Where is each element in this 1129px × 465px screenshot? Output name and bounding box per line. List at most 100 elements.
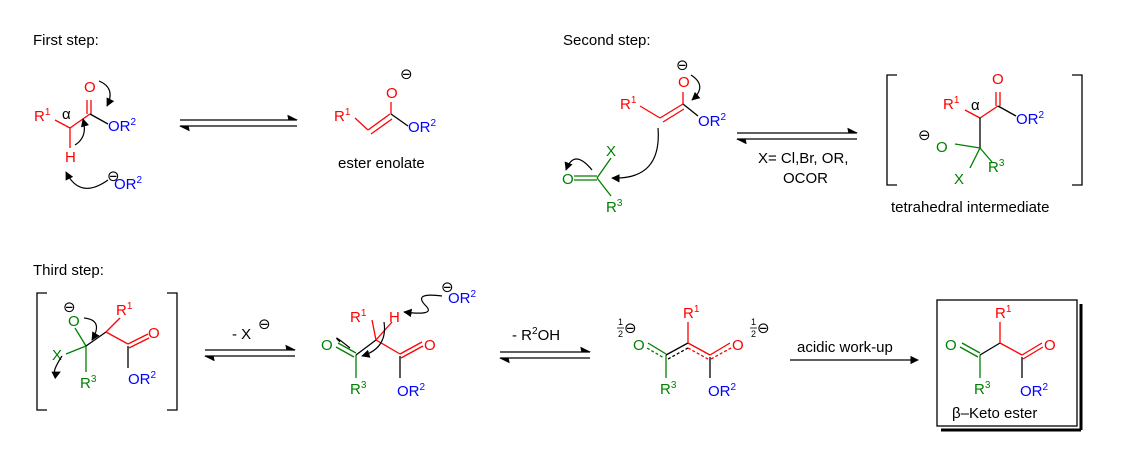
atom-o: O (936, 139, 948, 156)
ester-molecule: R1 α O H OR2 (34, 79, 137, 166)
atom-sup: 3 (671, 380, 677, 391)
equilibrium-arrow-4: - R2OH (498, 326, 592, 364)
atom-r: R (974, 381, 985, 398)
svg-text:OR2: OR2 (397, 382, 426, 400)
atom-sup: 1 (127, 301, 133, 312)
minus-r2oh-label: - R (512, 327, 532, 344)
atom-o: O (386, 85, 398, 102)
tetrahedral-intermediate: R1 α O OR2 ⊖ O R3 X tetrahedral intermed… (886, 71, 1083, 216)
delocalized-enolate: 1 2 ⊖ O R3 R1 O 1 2 ⊖ OR2 (617, 304, 770, 400)
minus-x-label: - X (232, 326, 251, 343)
atom-sup: 2 (1039, 110, 1045, 121)
charge-minus: ⊖ (441, 279, 454, 296)
svg-text:OR2: OR2 (114, 175, 143, 193)
atom-r: R (620, 96, 631, 113)
svg-text:R1: R1 (350, 308, 367, 326)
atom-o: O (945, 337, 957, 354)
enolate-attacking: R1 O ⊖ OR2 (611, 57, 727, 183)
atom-x: X (606, 143, 616, 160)
svg-text:R1: R1 (943, 95, 960, 113)
svg-text:R1: R1 (683, 304, 700, 322)
atom-o: O (321, 337, 333, 354)
atom-sup: 2 (420, 382, 426, 393)
intermediate-collapse: ⊖ O X R3 R1 O OR2 (36, 292, 178, 411)
atom-or: OR (698, 113, 721, 130)
atom-sup: 1 (345, 107, 351, 118)
atom-o: O (562, 171, 574, 188)
svg-text:OR2: OR2 (128, 370, 157, 388)
atom-o: O (148, 325, 160, 342)
ester-enolate: R1 O ⊖ OR2 ester enolate (334, 66, 437, 172)
product-name-label: β–Keto ester (952, 405, 1037, 422)
atom-o: O (1044, 337, 1056, 354)
svg-text:R1: R1 (334, 107, 351, 125)
atom-o: O (992, 71, 1004, 88)
svg-text:OR2: OR2 (708, 382, 737, 400)
charge-minus: ⊖ (918, 127, 931, 144)
charge-minus: ⊖ (624, 320, 637, 337)
atom-or: OR (108, 118, 131, 135)
atom-sup: 2 (137, 175, 143, 186)
atom-sup: 1 (631, 95, 637, 106)
atom-sup: 3 (999, 158, 1005, 169)
atom-sup: 2 (1043, 382, 1049, 393)
atom-or: OR (708, 383, 731, 400)
svg-text:R1: R1 (620, 95, 637, 113)
atom-sup: 2 (431, 118, 437, 129)
alkoxide-base: ⊖ OR2 (65, 168, 143, 193)
charge-minus: ⊖ (400, 66, 413, 83)
product-box: O R3 R1 O OR2 β–Keto ester (936, 299, 1083, 432)
atom-r: R (995, 305, 1006, 322)
atom-sup: 2 (131, 117, 137, 128)
atom-sup: 3 (91, 374, 97, 385)
equilibrium-arrow-3: - X ⊖ (203, 316, 297, 362)
atom-r: R (80, 375, 91, 392)
tetrahedral-label: tetrahedral intermediate (891, 199, 1049, 216)
alpha-label: α (62, 106, 71, 123)
third-step-label: Third step: (33, 262, 104, 279)
atom-sup: 1 (954, 95, 960, 106)
svg-text:R3: R3 (988, 158, 1005, 176)
atom-o: O (424, 337, 436, 354)
atom-r: R (350, 309, 361, 326)
charge-minus: ⊖ (258, 316, 271, 333)
svg-text:- R2OH: - R2OH (512, 326, 560, 344)
conditions-line2: OCOR (783, 170, 828, 187)
atom-r: R (943, 96, 954, 113)
first-step-label: First step: (33, 32, 99, 49)
equilibrium-arrow-2: X= Cl,Br, OR, OCOR (735, 127, 859, 187)
atom-sup: 2 (471, 289, 477, 300)
svg-text:OR2: OR2 (108, 117, 137, 135)
atom-h: H (389, 309, 400, 326)
atom-or: OR (1016, 111, 1039, 128)
ester-enolate-label: ester enolate (338, 155, 425, 172)
atom-o: O (678, 74, 690, 91)
atom-sup: 1 (45, 107, 51, 118)
svg-text:R3: R3 (606, 198, 623, 216)
keto-ester-deprotonation: O R3 R1 H O OR2 ⊖ OR2 (321, 279, 477, 400)
atom-or: OR (448, 290, 471, 307)
atom-r: R (350, 381, 361, 398)
atom-r: R (34, 108, 45, 125)
acidic-workup-label: acidic work-up (797, 339, 893, 356)
atom-or: OR (397, 383, 420, 400)
atom-o: O (732, 337, 744, 354)
atom-sup: 1 (694, 304, 700, 315)
svg-text:OR2: OR2 (698, 112, 727, 130)
svg-text:R3: R3 (974, 380, 991, 398)
atom-or: OR (1020, 383, 1043, 400)
atom-r: R (660, 381, 671, 398)
svg-text:R1: R1 (116, 301, 133, 319)
atom-sup: 2 (721, 112, 727, 123)
conditions-line1: X= Cl,Br, OR, (758, 150, 848, 167)
atom-sup: 3 (361, 380, 367, 391)
atom-o: O (68, 313, 80, 330)
workup-arrow: acidic work-up (790, 339, 919, 365)
atom-r: R (683, 305, 694, 322)
acyl-compound: X O R3 (562, 143, 623, 216)
svg-text:OR2: OR2 (1020, 382, 1049, 400)
atom-h: H (65, 149, 76, 166)
alpha-label: α (971, 97, 980, 114)
atom-x: X (52, 347, 62, 364)
equilibrium-arrow-1 (178, 114, 299, 132)
